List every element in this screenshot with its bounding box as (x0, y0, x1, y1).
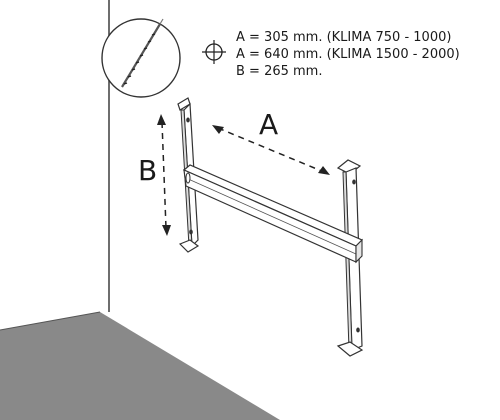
spec-line-a-large: A = 640 mm. (KLIMA 1500 - 2000) (236, 47, 460, 62)
drill-bit-icon (101, 18, 181, 98)
spec-line-a-small: A = 305 mm. (KLIMA 750 - 1000) (236, 30, 452, 45)
dimension-b-arrow (157, 114, 171, 236)
spec-line-b: B = 265 mm. (236, 64, 323, 79)
floor (0, 312, 280, 420)
crosshair-icon (202, 40, 226, 64)
floor-edge (0, 311, 101, 331)
dimension-a-arrow (212, 125, 330, 175)
cross-bar (182, 164, 364, 264)
dimension-b-label: B (138, 154, 158, 187)
dimension-a-label: A (259, 108, 279, 141)
